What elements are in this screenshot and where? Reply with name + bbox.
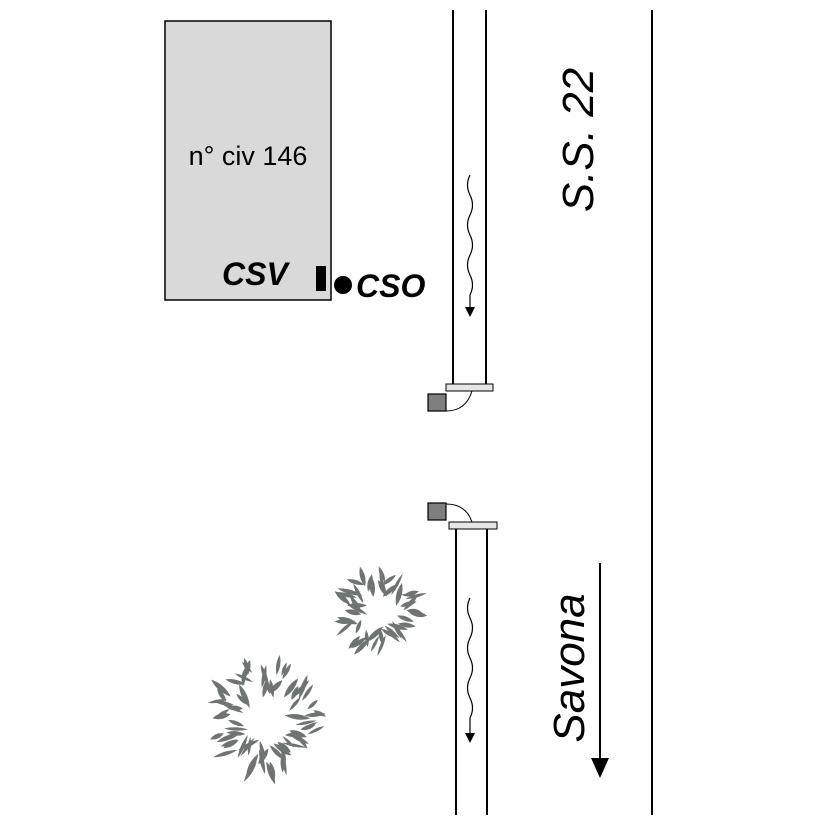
leaf — [289, 696, 301, 711]
leaf — [400, 601, 417, 607]
leaf — [212, 713, 231, 720]
leaf — [246, 753, 259, 775]
leaf — [384, 625, 400, 639]
leaf — [293, 680, 310, 697]
leaf — [236, 693, 247, 705]
leaf — [291, 686, 299, 700]
building — [164, 20, 332, 301]
tree-icon — [334, 566, 428, 656]
leaf — [378, 566, 386, 583]
leaf — [228, 719, 245, 727]
culvert-connector-lower — [445, 503, 473, 523]
leaf — [269, 745, 284, 760]
leaf — [346, 579, 365, 586]
leaf — [300, 724, 316, 731]
leaf — [281, 742, 307, 748]
csv-marker — [316, 266, 326, 291]
leaf — [293, 729, 308, 749]
building-label: n° civ 146 — [189, 141, 308, 171]
leaf — [239, 684, 250, 708]
leaf — [224, 727, 248, 731]
leaf — [302, 684, 314, 701]
leaf — [348, 636, 361, 649]
leaf — [281, 662, 287, 676]
culvert-connector-upper — [445, 390, 473, 412]
leaf — [284, 714, 311, 720]
leaf — [355, 619, 362, 634]
leaf — [381, 628, 394, 638]
leaf — [282, 663, 291, 680]
leaf — [391, 573, 403, 596]
leaf — [378, 580, 387, 597]
leaf — [213, 749, 238, 758]
cso-label: CSO — [356, 268, 425, 304]
leaf — [344, 609, 362, 616]
leaf — [334, 592, 357, 598]
leaf — [269, 680, 283, 694]
leaf — [225, 679, 246, 685]
leaf — [406, 608, 423, 615]
flow-arrow-upper — [465, 174, 475, 317]
csv-label: CSV — [222, 256, 290, 292]
leaf — [398, 622, 416, 628]
flow-arrow-lower — [465, 597, 475, 743]
direction-label: Savona — [545, 593, 594, 742]
leaf — [353, 639, 370, 655]
leaf — [395, 583, 403, 606]
culvert-box-lower — [427, 502, 447, 521]
leaf — [370, 635, 380, 652]
leaf — [366, 626, 384, 642]
leaf — [207, 699, 228, 704]
leaf — [337, 588, 363, 596]
leaf — [266, 761, 276, 785]
leaf — [382, 584, 397, 597]
leaf — [307, 699, 318, 710]
leaf — [211, 679, 231, 697]
leaf — [396, 615, 414, 622]
direction-arrow-head — [591, 758, 609, 778]
leaf — [353, 583, 364, 604]
leaf — [393, 623, 407, 643]
leaf — [283, 678, 299, 698]
culvert-box-upper — [427, 393, 447, 412]
leaf — [337, 616, 358, 625]
leaf — [359, 566, 366, 587]
leaf — [241, 661, 253, 673]
leaf — [259, 740, 265, 760]
road-name: S.S. 22 — [554, 68, 603, 212]
leaf — [304, 712, 326, 717]
leaf — [280, 748, 286, 773]
lower-channel — [455, 529, 488, 815]
leaf — [369, 576, 375, 597]
leaf — [334, 591, 351, 605]
leaf — [387, 623, 408, 630]
leaf — [220, 739, 238, 747]
leaf — [269, 761, 276, 779]
culvert-bar-upper — [445, 383, 494, 392]
leaf — [273, 743, 292, 756]
leaf — [226, 730, 246, 736]
leaf — [405, 593, 427, 600]
leaf — [210, 733, 224, 740]
leaf — [381, 574, 397, 586]
leaf — [217, 688, 227, 702]
leaf — [295, 720, 317, 726]
tree-icon — [207, 655, 327, 785]
leaf — [307, 726, 325, 735]
leaf — [237, 734, 248, 759]
upper-channel — [452, 10, 487, 384]
leaf — [351, 637, 367, 649]
leaf — [277, 742, 291, 753]
leaf — [377, 634, 386, 656]
leaf — [227, 705, 243, 711]
leaf — [260, 664, 269, 686]
leaf — [275, 655, 281, 675]
leaf — [349, 595, 362, 613]
culvert-bar-lower — [448, 521, 498, 530]
cso-marker — [334, 276, 352, 294]
